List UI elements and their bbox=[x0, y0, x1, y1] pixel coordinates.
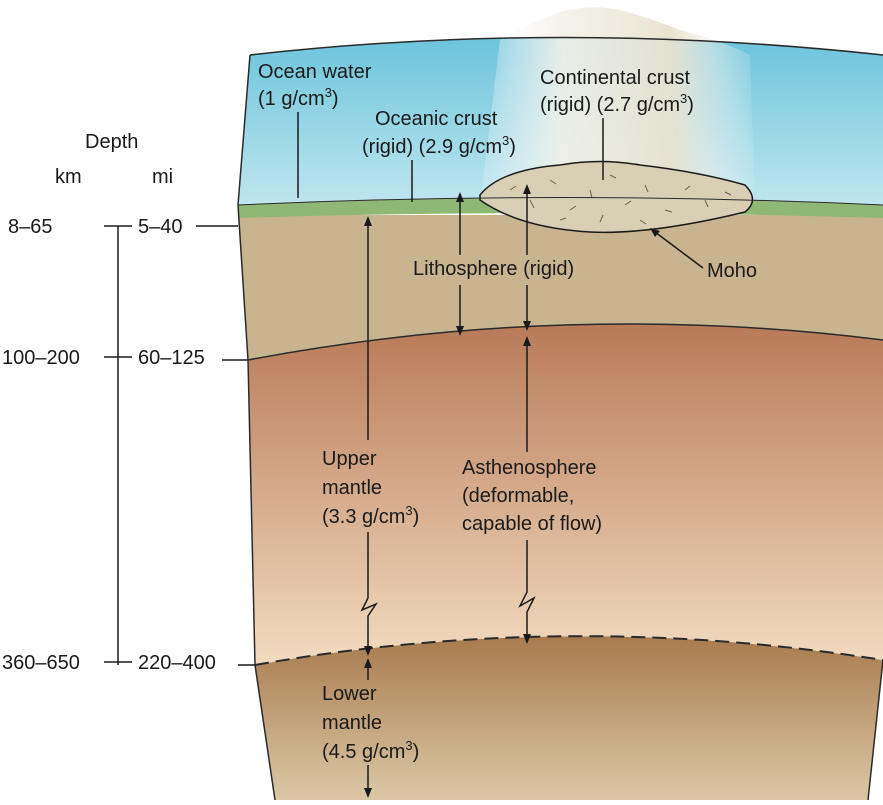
asthenosphere-label-line2: (deformable, bbox=[462, 485, 574, 507]
depth-km-3: 360–650 bbox=[2, 652, 80, 674]
asthenosphere-label-group: Asthenosphere (deformable, capable of fl… bbox=[462, 336, 602, 644]
oceanic-crust-label: Oceanic crust (rigid) (2.9 g/cm3) bbox=[362, 108, 516, 202]
asthenosphere-label-line3: capable of flow) bbox=[462, 513, 602, 535]
seafloor-boundary bbox=[237, 197, 883, 206]
depth-heading: Depth bbox=[85, 131, 138, 153]
lower-mantle-layer bbox=[255, 636, 883, 800]
ocean-water-label-line2: (1 g/cm3) bbox=[258, 85, 339, 110]
upper-lower-mantle-boundary bbox=[254, 635, 883, 666]
lower-mantle-label-line2: mantle bbox=[322, 712, 382, 734]
asthenosphere-label-line1: Asthenosphere bbox=[462, 457, 597, 479]
continental-crust-texture bbox=[509, 174, 732, 225]
depth-unit-mi: mi bbox=[152, 166, 173, 188]
oceanic-crust-label-line2: (rigid) (2.9 g/cm3) bbox=[362, 133, 516, 158]
right-edge bbox=[867, 659, 883, 801]
depth-unit-km: km bbox=[55, 166, 82, 188]
continental-crust-label: Continental crust (rigid) (2.7 g/cm3) bbox=[540, 67, 694, 180]
upper-mantle-label-line1: Upper bbox=[322, 448, 377, 470]
depth-mi-2: 60–125 bbox=[138, 347, 205, 369]
lithosphere-label: Lithosphere (rigid) bbox=[413, 258, 574, 280]
depth-scale: Depth km mi 8–65 5–40 100–200 60–125 360… bbox=[2, 131, 255, 674]
lithosphere-base-boundary bbox=[247, 323, 883, 361]
lower-mantle-label-line1: Lower bbox=[322, 683, 377, 705]
upper-mantle-label-line3: (3.3 g/cm3) bbox=[322, 503, 419, 528]
continental-crust-body bbox=[479, 160, 754, 234]
lower-mantle-label-group: Lower mantle (4.5 g/cm3) bbox=[322, 658, 419, 798]
moho-label: Moho bbox=[707, 260, 757, 282]
ocean-water-label: Ocean water (1 g/cm3) bbox=[258, 61, 372, 198]
continental-crust-label-line2: (rigid) (2.7 g/cm3) bbox=[540, 91, 694, 116]
mountain bbox=[480, 7, 755, 205]
moho-label-group: Moho bbox=[650, 228, 757, 282]
continental-crust-label-line1: Continental crust bbox=[540, 67, 691, 89]
depth-km-1: 8–65 bbox=[8, 216, 53, 238]
asthenosphere-layer bbox=[248, 324, 883, 665]
lithosphere-layer bbox=[238, 215, 883, 360]
upper-mantle-label-group: Upper mantle (3.3 g/cm3) bbox=[322, 216, 419, 656]
oceanic-crust-label-line1: Oceanic crust bbox=[375, 108, 498, 130]
lower-mantle-label-line3: (4.5 g/cm3) bbox=[322, 738, 419, 763]
upper-mantle-label-line2: mantle bbox=[322, 477, 382, 499]
lithosphere-label-group: Lithosphere (rigid) bbox=[413, 184, 574, 336]
depth-mi-1: 5–40 bbox=[138, 216, 183, 238]
depth-mi-3: 220–400 bbox=[138, 652, 216, 674]
ocean-water-label-line1: Ocean water bbox=[258, 61, 372, 83]
depth-km-2: 100–200 bbox=[2, 347, 80, 369]
